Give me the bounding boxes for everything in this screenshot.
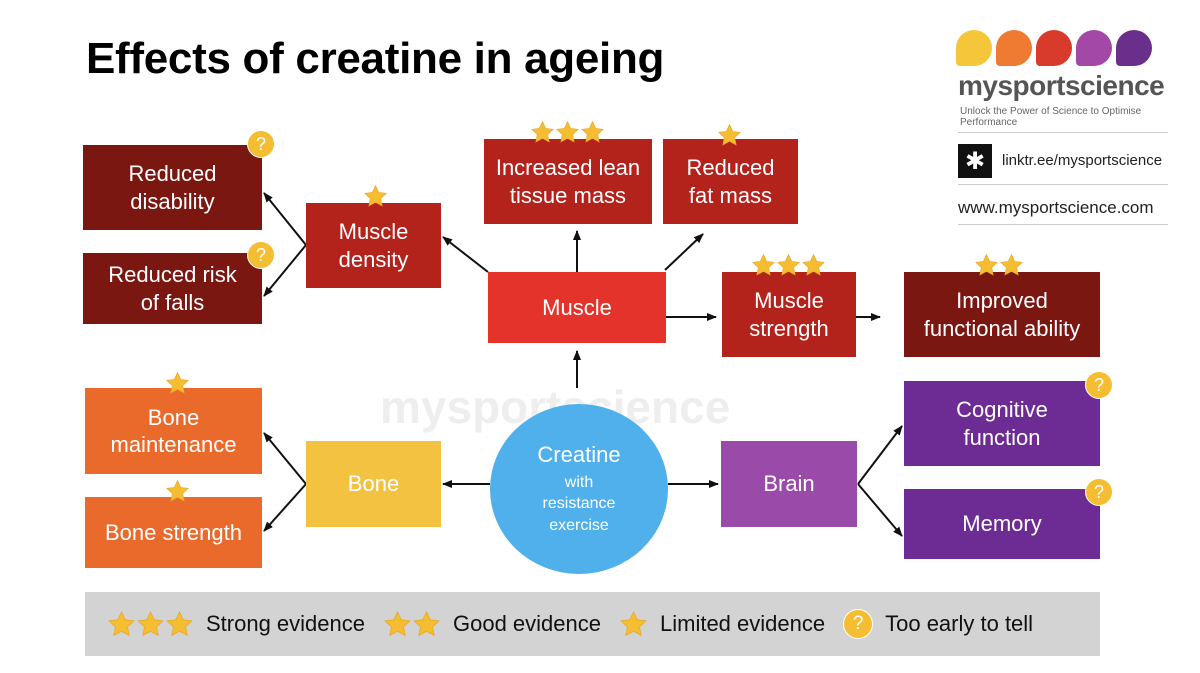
arrow — [857, 483, 903, 537]
star-icon — [1000, 253, 1023, 276]
star-icon — [108, 610, 135, 636]
node-reduced-disability: Reduced disability — [83, 145, 262, 230]
legend-label: Limited evidence — [660, 611, 826, 636]
node-brain: Brain — [721, 441, 857, 527]
star-icon — [718, 123, 741, 146]
node-reduced-fat-mass: Reduced fat mass — [663, 139, 798, 224]
node-muscle-density: Muscle density — [306, 203, 441, 288]
star-icon — [166, 371, 189, 394]
page-title: Effects of creatine in ageing — [86, 34, 665, 83]
node-muscle: Muscle — [488, 272, 666, 343]
star-icon — [137, 610, 164, 636]
star-icon — [777, 253, 800, 276]
star-icon — [413, 610, 440, 636]
legend-label: Too early to tell — [885, 611, 1034, 636]
too-early-badge: ? — [1085, 371, 1113, 399]
arrow — [263, 192, 307, 246]
arrow — [263, 244, 307, 297]
evidence-stars — [751, 253, 826, 278]
legend-too-early: ? Too early to tell — [843, 609, 1033, 639]
legend: Strong evidence Good evidence Limited ev… — [85, 592, 1100, 656]
divider — [958, 132, 1168, 133]
too-early-badge: ? — [247, 241, 275, 269]
arrow — [857, 425, 903, 485]
star-icon — [166, 610, 193, 636]
star-icon — [384, 610, 411, 636]
brand-dot — [1036, 30, 1072, 66]
evidence-stars — [717, 123, 742, 148]
center-subtitle: with resistance exercise — [542, 473, 616, 534]
node-bone: Bone — [306, 441, 441, 527]
evidence-stars — [363, 184, 388, 209]
legend-stars — [107, 610, 194, 639]
evidence-stars — [165, 371, 190, 396]
website-link[interactable]: www.mysportscience.com — [958, 198, 1154, 217]
brand-dot — [1076, 30, 1112, 66]
brand-dot — [956, 30, 992, 66]
brand-dot — [1116, 30, 1152, 66]
star-icon — [364, 184, 387, 207]
legend-stars — [383, 610, 441, 639]
arrow — [263, 432, 307, 485]
too-early-badge: ? — [1085, 478, 1113, 506]
evidence-stars — [165, 479, 190, 504]
star-icon — [531, 120, 554, 143]
star-icon — [556, 120, 579, 143]
arrow — [442, 236, 489, 273]
linktree-link[interactable]: linktr.ee/mysportscience — [1002, 152, 1163, 169]
star-icon — [620, 610, 647, 636]
star-icon — [975, 253, 998, 276]
star-icon — [166, 479, 189, 502]
question-mark-icon: ? — [843, 609, 874, 639]
asterisk-logo-icon: ✱ — [958, 144, 992, 178]
node-memory: Memory — [904, 489, 1100, 559]
star-icon — [752, 253, 775, 276]
node-improved-functional-ability: Improved functional ability — [904, 272, 1100, 357]
brand-tagline: Unlock the Power of Science to Optimise … — [960, 106, 1142, 128]
arrow — [263, 483, 307, 532]
evidence-stars — [974, 253, 1024, 278]
brand-name: mysportscience — [958, 70, 1165, 101]
node-increased-lean-tissue-mass: Increased lean tissue mass — [484, 139, 652, 224]
divider — [958, 224, 1168, 225]
legend-good: Good evidence — [383, 610, 601, 639]
brand-dot — [996, 30, 1032, 66]
center-creatine-circle: Creatine with resistance exercise — [490, 404, 668, 574]
legend-label: Strong evidence — [206, 611, 365, 636]
center-title: Creatine — [537, 441, 621, 467]
arrow — [664, 233, 704, 271]
star-icon — [802, 253, 825, 276]
legend-strong: Strong evidence — [107, 610, 365, 639]
brand-logo-icon — [956, 30, 1152, 66]
star-icon — [581, 120, 604, 143]
legend-label: Good evidence — [453, 611, 601, 636]
divider — [958, 184, 1168, 185]
node-bone-maintenance: Bone maintenance — [85, 388, 262, 474]
node-muscle-strength: Muscle strength — [722, 272, 856, 357]
legend-stars — [619, 610, 648, 639]
too-early-badge: ? — [247, 130, 275, 158]
legend-limited: Limited evidence — [619, 610, 825, 639]
evidence-stars — [530, 120, 605, 145]
node-cognitive-function: Cognitive function — [904, 381, 1100, 466]
node-reduced-falls: Reduced risk of falls — [83, 253, 262, 324]
node-bone-strength: Bone strength — [85, 497, 262, 568]
